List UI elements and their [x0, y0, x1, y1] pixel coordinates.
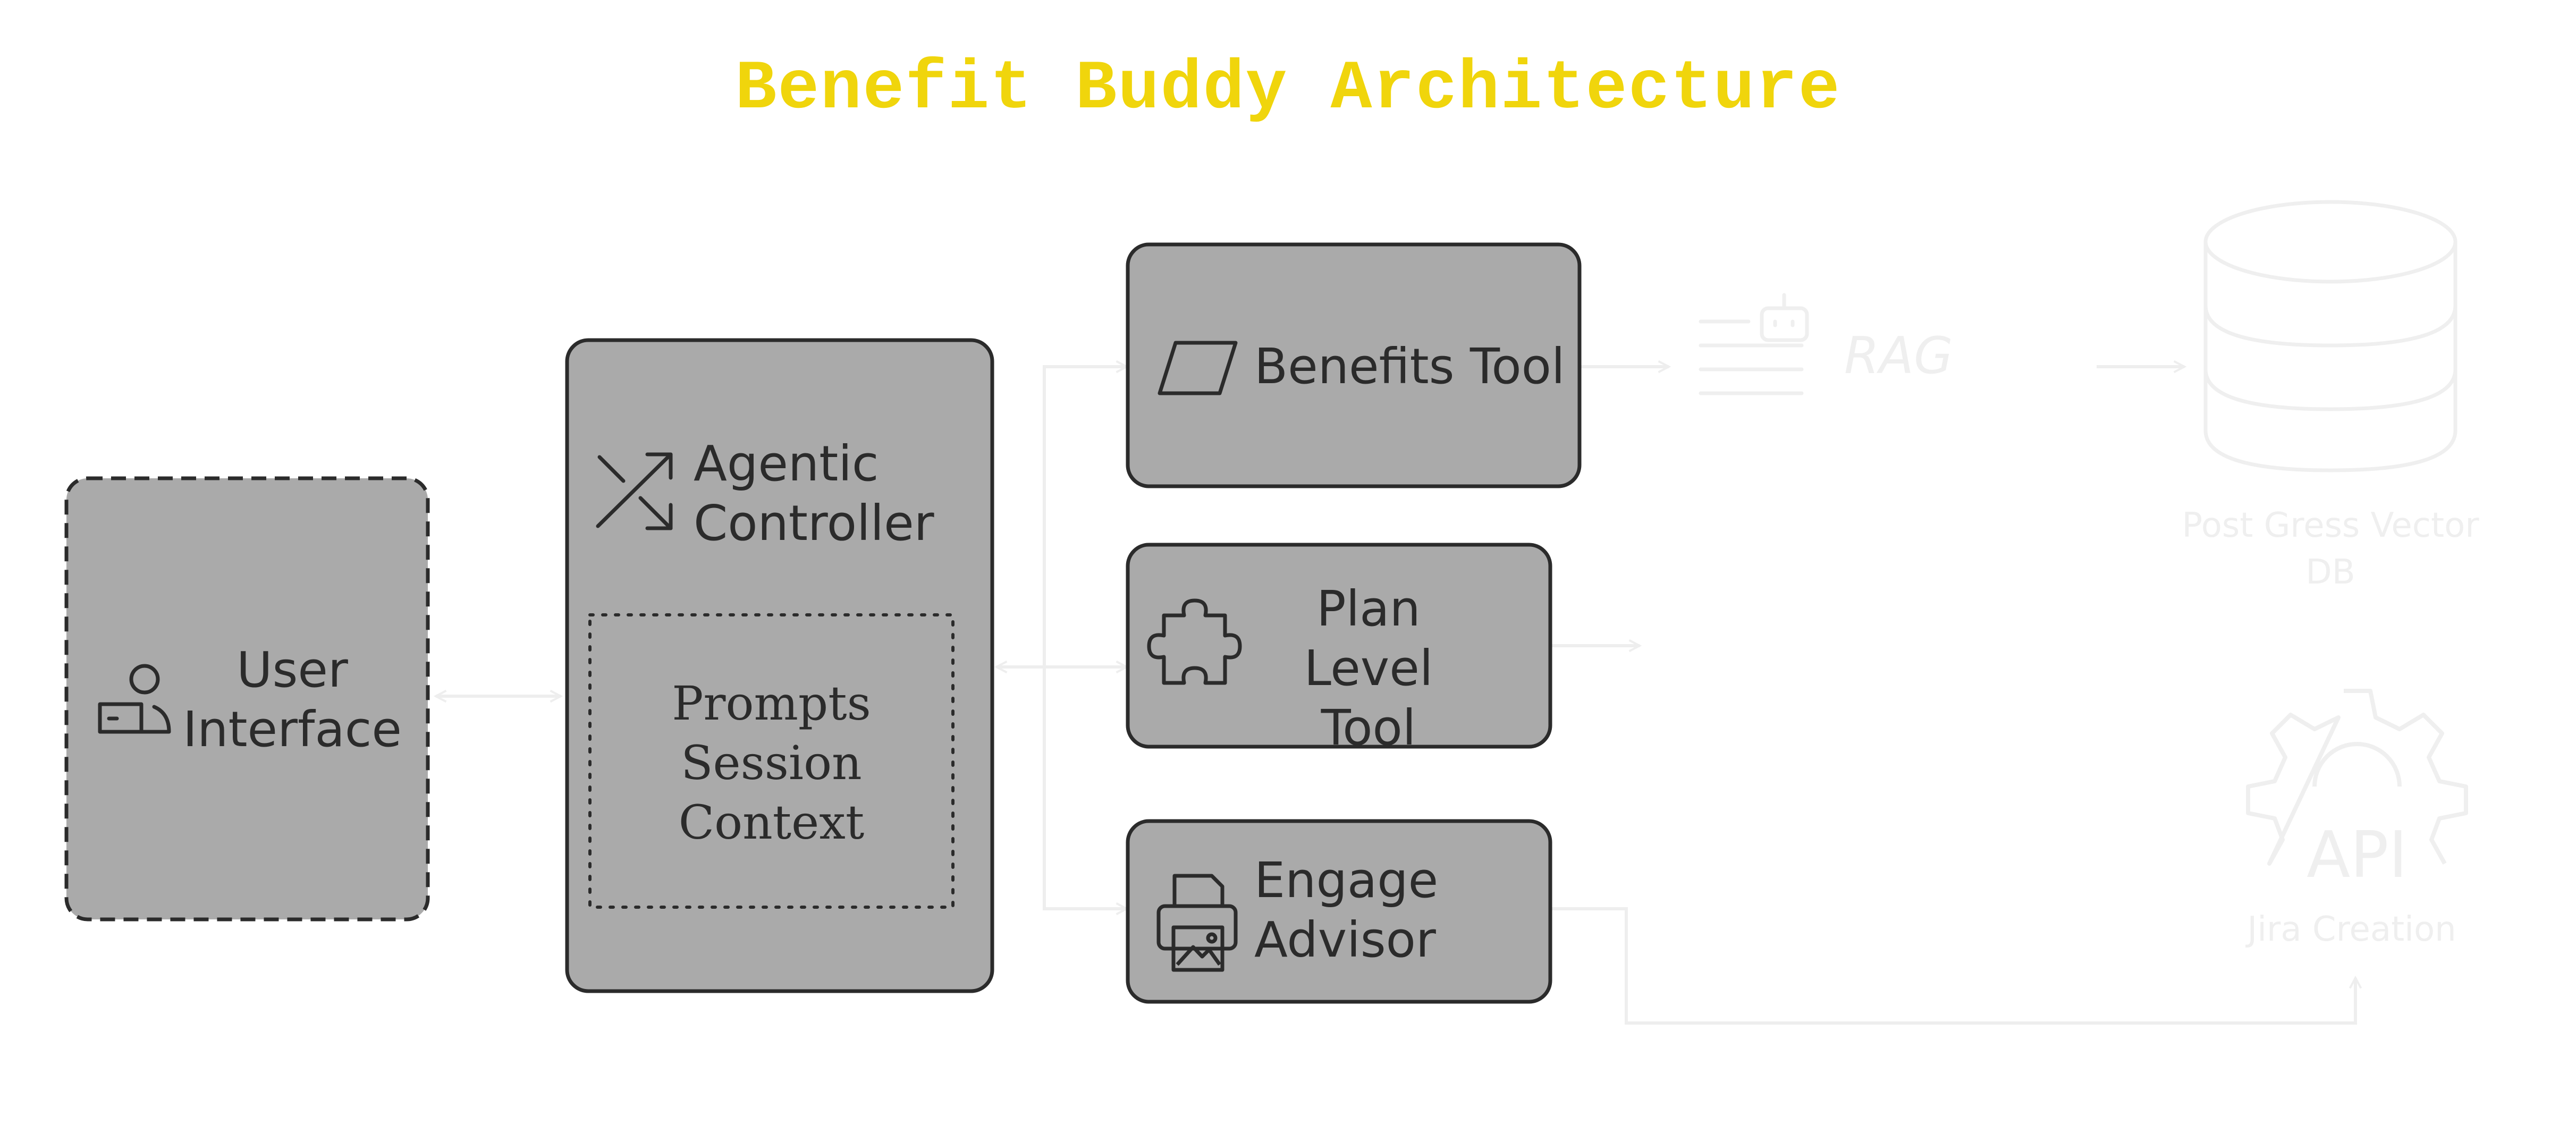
- context-dotted-box: [588, 613, 955, 909]
- engage-advisor-label-line2: Advisor: [1254, 911, 1436, 968]
- vector-db-label: Post Gress Vector DB: [2168, 502, 2493, 596]
- engage-advisor-box: [1126, 819, 1552, 1004]
- connector-trunk-engage: [1043, 667, 1127, 909]
- user-laptop-icon: [98, 664, 171, 734]
- api-label: API: [2307, 818, 2408, 892]
- benefits-tool-box: [1126, 242, 1582, 488]
- vector-db-label-line1: Post Gress Vector: [2182, 506, 2479, 545]
- diagram-title: Benefit Buddy Architecture: [735, 50, 1841, 129]
- vector-db-label-line2: DB: [2305, 553, 2355, 592]
- engage-advisor-label: Engage Advisor: [1254, 851, 1438, 970]
- robot-document-icon: [1699, 293, 1809, 395]
- agentic-controller-label-line1: Agentic: [694, 435, 879, 492]
- gear-api-icon: [2246, 689, 2468, 866]
- plan-level-tool-label: Plan Level Tool: [1246, 579, 1491, 758]
- user-interface-label: User Interface: [181, 640, 404, 759]
- user-interface-label-line1: User: [237, 641, 348, 698]
- context-box-label: Prompts Session Context: [590, 674, 953, 852]
- printer-image-icon: [1156, 874, 1238, 972]
- rag-label: RAG: [1844, 327, 1953, 385]
- shuffle-arrows-icon: [596, 452, 673, 530]
- plan-level-tool-label-line2: Tool: [1321, 699, 1416, 756]
- connector-trunk-benefits: [1043, 367, 1127, 667]
- benefits-tool-label: Benefits Tool: [1254, 338, 1565, 395]
- plan-level-tool-box: [1126, 543, 1552, 749]
- connector-engage-jira: [1552, 907, 2355, 1025]
- parallelogram-icon: [1158, 341, 1238, 395]
- context-line-session: Session: [681, 736, 862, 790]
- agentic-controller-label-line2: Controller: [694, 495, 934, 552]
- user-interface-label-line2: Interface: [183, 701, 402, 758]
- engage-advisor-label-line1: Engage: [1254, 852, 1439, 909]
- agentic-controller-label: Agentic Controller: [694, 434, 934, 553]
- jira-creation-label: Jira Creation: [2247, 910, 2456, 949]
- connectors: [436, 367, 2355, 1025]
- context-line-context: Context: [678, 795, 865, 850]
- plan-level-tool-label-line1: Plan Level: [1304, 580, 1433, 697]
- agentic-controller-box: [565, 338, 994, 993]
- user-interface-box: [64, 476, 430, 922]
- context-line-prompts: Prompts: [672, 676, 871, 731]
- database-icon: [2203, 200, 2457, 472]
- puzzle-icon: [1147, 598, 1242, 685]
